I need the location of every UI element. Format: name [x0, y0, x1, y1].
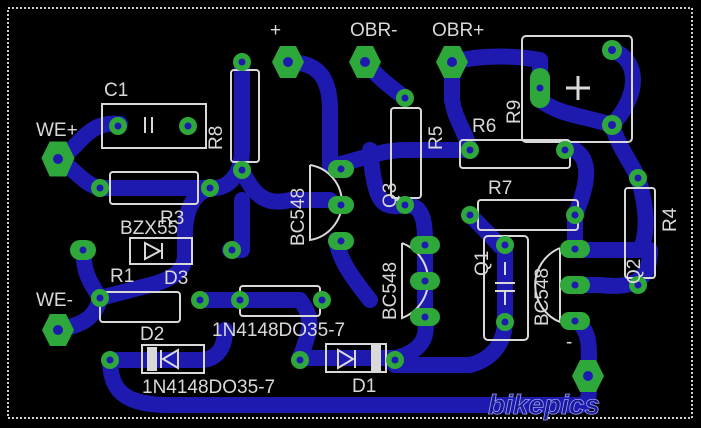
label-r9: R9: [504, 100, 525, 124]
diode-symbols: [144, 241, 515, 371]
label-we-plus: WE+: [36, 120, 78, 141]
label-d3: D3: [164, 268, 188, 289]
label-q3: Q3: [380, 183, 401, 208]
label-minus: -: [566, 332, 572, 353]
label-d2: D2: [140, 324, 164, 345]
label-r6: R6: [472, 116, 496, 137]
label-r7: R7: [488, 178, 512, 199]
label-plus: +: [270, 20, 281, 41]
label-d1-part: 1N4148DO35-7: [212, 320, 345, 341]
label-r4: R4: [660, 207, 681, 232]
label-r1: R1: [110, 266, 134, 287]
watermark: bikepics: [488, 389, 600, 420]
label-r5: R5: [426, 126, 447, 150]
label-c1: C1: [104, 80, 128, 101]
label-bzx55: BZX55: [120, 218, 178, 239]
label-obr-minus: OBR-: [350, 20, 398, 41]
label-d1: D1: [352, 376, 376, 397]
pads: [41, 40, 647, 392]
label-q2-part: BC548: [532, 268, 553, 326]
board-outline: [7, 7, 693, 419]
label-d2-part: 1N4148DO35-7: [142, 377, 275, 398]
label-q1: Q1: [472, 251, 493, 276]
label-we-minus: WE-: [36, 290, 73, 311]
label-r8: R8: [206, 126, 227, 150]
label-q3-part: BC548: [288, 188, 309, 246]
label-q1-part: BC548: [380, 262, 401, 320]
trimmer-symbol: [566, 76, 590, 100]
label-r3: R3: [160, 208, 184, 229]
label-q2: Q2: [624, 259, 645, 284]
label-obr-plus: OBR+: [432, 20, 484, 41]
